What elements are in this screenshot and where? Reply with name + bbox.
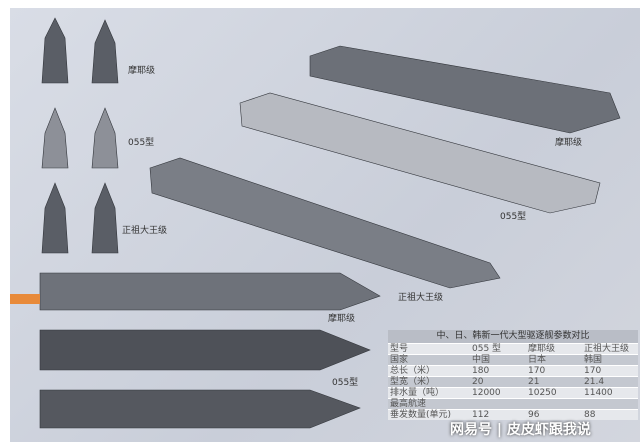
055-top-view bbox=[39, 329, 371, 371]
jeongjo-front-view bbox=[41, 182, 69, 254]
jeongjo-rear-view bbox=[91, 182, 119, 254]
table-row: 国家中国日本韩国 bbox=[388, 354, 638, 365]
055-rear-view bbox=[91, 107, 119, 169]
label-maya-top: 摩耶级 bbox=[328, 314, 356, 324]
label-055-views: 055型 bbox=[128, 138, 155, 148]
label-jeongjo-ship: 正祖大王级 bbox=[398, 293, 444, 303]
jeongjo-side-ship bbox=[149, 157, 501, 289]
table-title: 中、日、韩新一代大型驱逐舰参数对比 bbox=[388, 330, 638, 343]
label-055-ship: 055型 bbox=[500, 212, 527, 222]
watermark: 网易号 | 皮皮虾跟我说 bbox=[450, 422, 591, 438]
ship-illustrations bbox=[10, 17, 621, 429]
055-front-view bbox=[41, 107, 69, 169]
055-side-ship bbox=[239, 92, 601, 214]
jeongjo-top-view bbox=[39, 389, 361, 429]
label-maya-views: 摩耶级 bbox=[128, 66, 156, 76]
maya-top-view bbox=[39, 272, 381, 311]
table-row: 最高航速 bbox=[388, 398, 638, 409]
ship-comparison-infographic: 摩耶级 055型 正祖大王级 摩耶级 055型 正祖大王级 摩耶级 055型 中… bbox=[10, 8, 640, 442]
maya-front-view bbox=[41, 17, 69, 84]
label-055-top: 055型 bbox=[332, 378, 359, 388]
orange-marker bbox=[10, 294, 40, 304]
maya-side-ship bbox=[309, 45, 621, 134]
label-jeongjo-views: 正祖大王级 bbox=[122, 226, 168, 236]
label-maya-ship: 摩耶级 bbox=[555, 138, 583, 148]
maya-rear-view bbox=[91, 19, 119, 84]
